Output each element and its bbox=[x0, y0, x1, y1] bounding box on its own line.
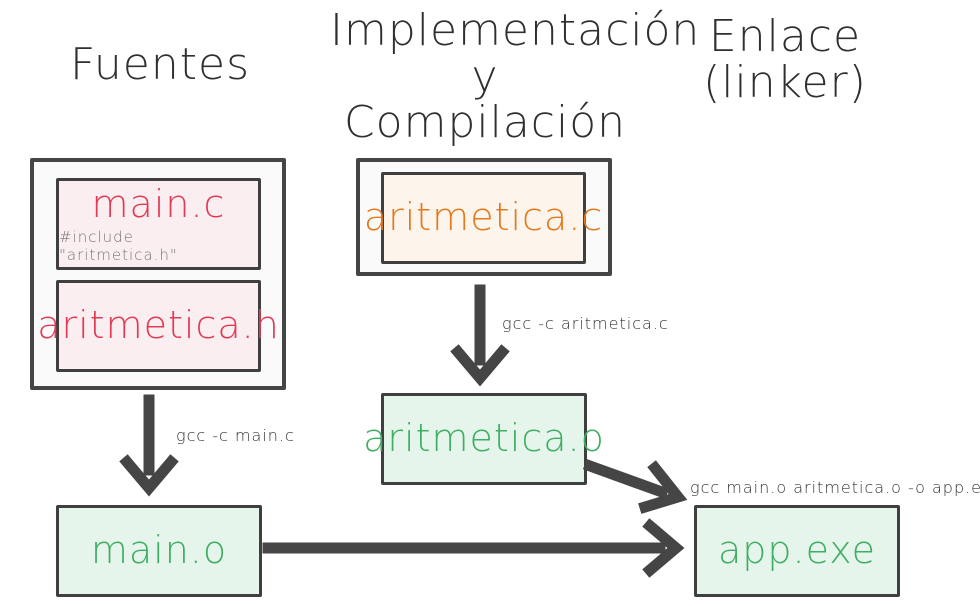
link-command: gcc main.o aritmetica.o -o app.exe bbox=[690, 478, 980, 497]
main-o-label: main.o bbox=[90, 528, 228, 573]
main-c-label: main.c bbox=[91, 182, 226, 227]
include-note: #include "aritmetica.h" bbox=[59, 227, 178, 264]
link-title-line1: Enlace bbox=[708, 11, 862, 62]
main-o-file: main.o bbox=[56, 505, 262, 597]
aritmetica-o-label: aritmetica.o bbox=[363, 416, 605, 461]
arrowhead-link-aritmetica bbox=[638, 460, 688, 514]
arrowhead-compile-aritmetica bbox=[450, 344, 510, 387]
aritmetica-o-file: aritmetica.o bbox=[363, 393, 604, 485]
app-exe-file: app.exe bbox=[694, 505, 900, 597]
aritmetica-h-file: aritmetica.h bbox=[37, 280, 279, 372]
main-c-file: main.c #include "aritmetica.h" bbox=[56, 178, 261, 270]
aritmetica-c-label: aritmetica.c bbox=[363, 195, 604, 240]
link-title: Enlace (linker) bbox=[690, 11, 880, 109]
arrowhead-compile-main bbox=[119, 454, 179, 497]
compile-aritmetica-command: gcc -c aritmetica.c bbox=[502, 314, 669, 333]
arrowhead-link-main bbox=[642, 518, 685, 578]
compile-title-line2: y Compilación bbox=[343, 51, 627, 149]
arrow-link-aritmetica bbox=[582, 458, 670, 500]
app-exe-label: app.exe bbox=[717, 528, 877, 573]
aritmetica-h-label: aritmetica.h bbox=[37, 303, 280, 348]
compile-title: Implementación y Compilación bbox=[330, 5, 701, 149]
compile-title-line1: Implementación bbox=[330, 5, 701, 56]
sources-title: Fuentes bbox=[70, 39, 250, 90]
compile-main-command: gcc -c main.c bbox=[176, 426, 295, 445]
aritmetica-c-file: aritmetica.c bbox=[364, 172, 602, 264]
link-title-line2: (linker) bbox=[703, 57, 867, 109]
